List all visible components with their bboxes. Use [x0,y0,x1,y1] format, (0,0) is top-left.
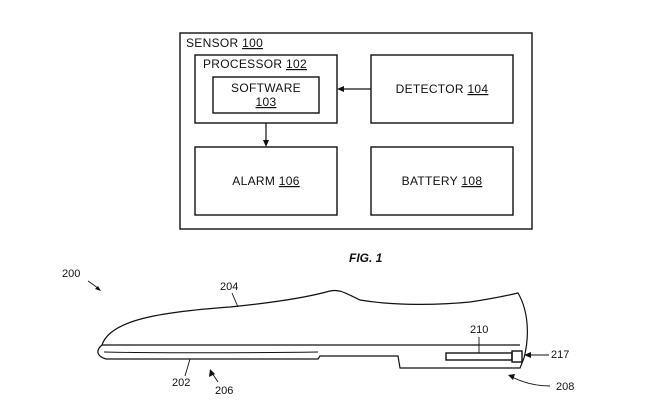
battery-label: BATTERY 108 [402,174,483,188]
software-box [212,76,320,114]
leader-217-head [524,352,531,358]
end-cap-217 [511,350,523,363]
alarm-label: ALARM 106 [232,174,299,188]
software-label: SOFTWARE [231,81,301,95]
fig1-caption: FIG. 1 [349,251,383,265]
leader-206-head [209,369,215,377]
ref-204: 204 [220,281,238,293]
processor-label: PROCESSOR 102 [203,57,307,71]
ref-202: 202 [172,377,190,389]
shoe-sole [97,344,525,369]
shoe-upper [101,289,528,359]
leader-208-head [508,374,515,380]
ref-200: 200 [62,268,80,280]
leader-200-head [95,286,101,291]
ref-210: 210 [470,324,488,336]
detector-label: DETECTOR 104 [396,82,489,96]
arrow-head-alarm [263,140,269,147]
leader-204 [231,292,239,308]
ref-208: 208 [556,381,574,393]
sensor-label: SENSOR 100 [186,36,263,50]
ref-206: 206 [215,385,233,397]
leader-202 [184,358,191,377]
ref-217: 217 [551,349,569,361]
battery-box [370,146,514,216]
sensor-strip-210 [445,352,513,361]
software-ref: 103 [256,95,277,109]
sole-edge [103,351,319,354]
sensor-box [179,32,533,230]
leader-208 [511,376,551,387]
arrow-head-processor [337,86,344,92]
